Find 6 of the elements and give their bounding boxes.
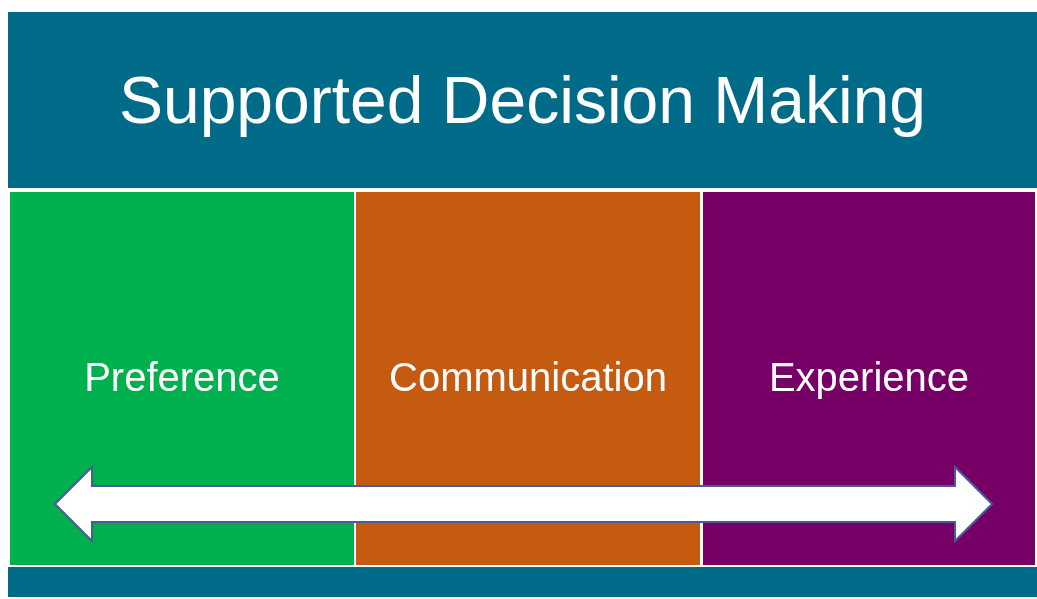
- panel-label: Communication: [389, 354, 667, 401]
- category-panel: [703, 192, 1035, 565]
- panel-label: Experience: [768, 354, 970, 401]
- panel-label: Preference: [84, 354, 280, 401]
- category-panel: [356, 192, 700, 565]
- category-panel: [10, 192, 354, 565]
